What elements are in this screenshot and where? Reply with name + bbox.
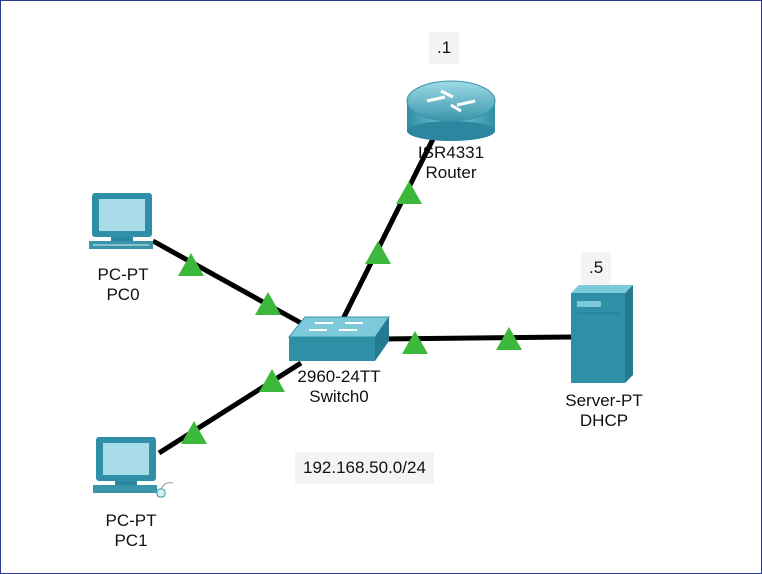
- router-name-label: Router: [425, 163, 477, 182]
- router-ip-note: .1: [429, 32, 460, 64]
- router-icon: [406, 80, 496, 141]
- switch-name-label: Switch0: [309, 387, 369, 406]
- link-pc0-switch[interactable]: [151, 238, 303, 326]
- server-device[interactable]: [569, 285, 635, 390]
- pc1-name-label: PC1: [114, 531, 148, 550]
- pc0-model-label: PC-PT: [97, 265, 149, 284]
- pc1-device[interactable]: [91, 435, 177, 504]
- server-name-label: DHCP: [579, 411, 629, 430]
- link-up-icon: [181, 421, 207, 444]
- link-up-icon: [255, 292, 281, 315]
- link-switch-server[interactable]: [380, 334, 572, 342]
- router-device[interactable]: [405, 79, 497, 146]
- router-model-label: ISR4331: [417, 143, 485, 162]
- link-pc1-switch[interactable]: [157, 360, 303, 456]
- link-up-icon: [496, 327, 522, 350]
- switch-device[interactable]: [285, 315, 391, 370]
- link-status-markers: [178, 181, 522, 444]
- network-subnet-note: 192.168.50.0/24: [295, 452, 434, 484]
- link-up-icon: [365, 241, 391, 264]
- link-up-icon: [178, 253, 204, 276]
- pc0-name-label: PC0: [106, 285, 140, 304]
- server-model-label: Server-PT: [565, 391, 643, 410]
- server-icon: [571, 285, 633, 383]
- pc1-model-label: PC-PT: [105, 511, 157, 530]
- link-up-icon: [259, 369, 285, 392]
- switch-icon: [287, 316, 390, 361]
- switch-model-label: 2960-24TT: [297, 367, 381, 386]
- pc-icon: [93, 437, 174, 498]
- link-up-icon: [402, 331, 428, 354]
- pc0-device[interactable]: [87, 191, 157, 258]
- link-router-switch[interactable]: [340, 137, 436, 321]
- pc-icon: [89, 193, 153, 249]
- server-ip-note: .5: [581, 252, 612, 284]
- link-up-icon: [396, 181, 422, 204]
